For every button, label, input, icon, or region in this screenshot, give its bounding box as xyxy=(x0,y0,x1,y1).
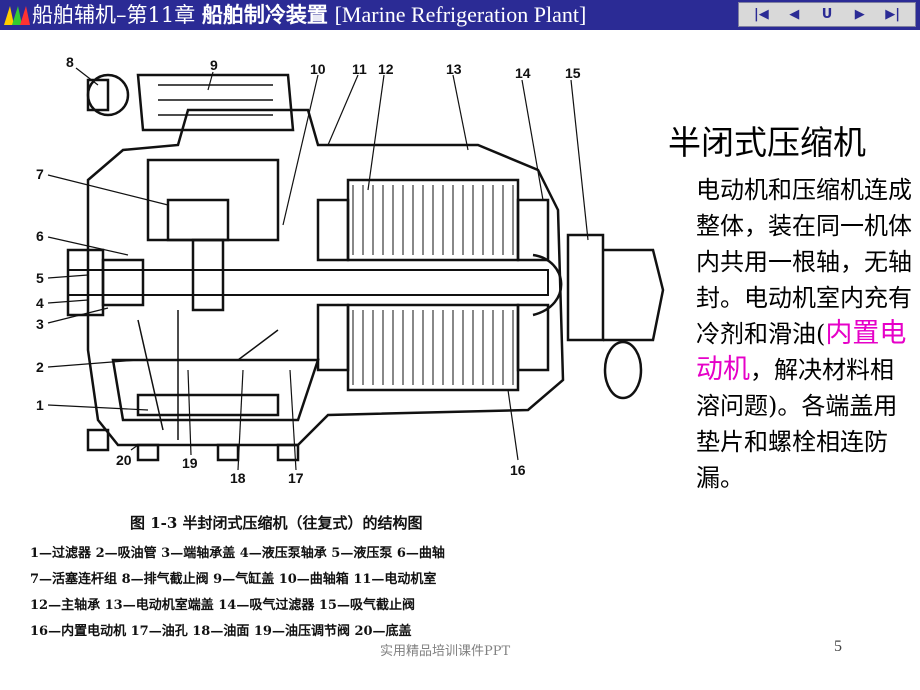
part-label: 4 xyxy=(36,295,44,311)
part-label: 15 xyxy=(565,65,581,81)
page-number: 5 xyxy=(834,638,842,655)
part-label: 1 xyxy=(36,397,44,413)
slide-title: 船舶辅机–第11章 船舶制冷装置 [Marine Refrigeration P… xyxy=(32,1,586,29)
part-label: 12 xyxy=(378,61,394,77)
title-bar: 船舶辅机–第11章 船舶制冷装置 [Marine Refrigeration P… xyxy=(0,0,920,30)
last-slide-button[interactable]: ▶| xyxy=(885,6,900,22)
part-label: 7 xyxy=(36,166,44,182)
part-label: 18 xyxy=(230,470,246,486)
legend-line: 12—主轴承 13—电动机室端盖 14—吸气过滤器 15—吸气截止阀 xyxy=(30,598,415,613)
legend-line: 1—过滤器 2—吸油管 3—端轴承盖 4—液压泵轴承 5—液压泵 6—曲轴 xyxy=(30,546,445,561)
part-label: 11 xyxy=(352,61,367,77)
part-label: 20 xyxy=(116,452,132,468)
figure-caption: 图 1-3 半封闭式压缩机（往复式）的结构图 xyxy=(130,514,423,532)
body-text-part: 电动机和压缩机连成整体，装在同一机体内共用一根轴，无轴封。电动机室内充有冷剂和滑… xyxy=(696,176,912,348)
legend-line: 16—内置电动机 17—油孔 18—油面 19—油压调节阀 20—底盖 xyxy=(30,624,412,639)
part-label: 13 xyxy=(446,61,462,77)
part-label: 10 xyxy=(310,61,326,77)
part-label: 5 xyxy=(36,270,44,286)
topic-label: 船舶制冷装置 xyxy=(201,2,328,27)
next-slide-button[interactable]: ▶ xyxy=(854,6,865,22)
part-label: 9 xyxy=(210,57,218,73)
part-label: 6 xyxy=(36,228,44,244)
part-label: 14 xyxy=(515,65,531,81)
app-logo-icon xyxy=(4,6,30,25)
part-label: 19 xyxy=(182,455,198,471)
chapter-label: 船舶辅机–第11章 xyxy=(32,3,196,27)
body-text: 电动机和压缩机连成整体，装在同一机体内共用一根轴，无轴封。电动机室内充有冷剂和滑… xyxy=(696,172,912,496)
body-text-part: ，解决材料相溶问题)。各端盖用垫片和螺栓相连防漏。 xyxy=(696,356,898,492)
part-label: 3 xyxy=(36,316,44,332)
navigation-bar: |◀ ◀ U ▶ ▶| xyxy=(738,2,916,27)
return-button[interactable]: U xyxy=(821,6,833,22)
highlight-text: 内置电动机 xyxy=(696,318,907,385)
english-title: [Marine Refrigeration Plant] xyxy=(334,2,587,27)
footer-text: 实用精品培训课件PPT xyxy=(380,644,511,659)
previous-slide-button[interactable]: ◀ xyxy=(789,6,800,22)
legend-line: 7—活塞连杆组 8—排气截止阀 9—气缸盖 10—曲轴箱 11—电动机室 xyxy=(30,572,437,587)
first-slide-button[interactable]: |◀ xyxy=(754,6,769,22)
part-label: 17 xyxy=(288,470,304,486)
slide-heading: 半闭式压缩机 xyxy=(668,123,866,162)
compressor-diagram: 8 9 10 11 12 13 14 15 7 6 5 4 3 2 1 20 1… xyxy=(36,54,665,486)
part-label: 8 xyxy=(66,54,74,70)
part-label: 16 xyxy=(510,462,526,478)
part-label: 2 xyxy=(36,359,44,375)
